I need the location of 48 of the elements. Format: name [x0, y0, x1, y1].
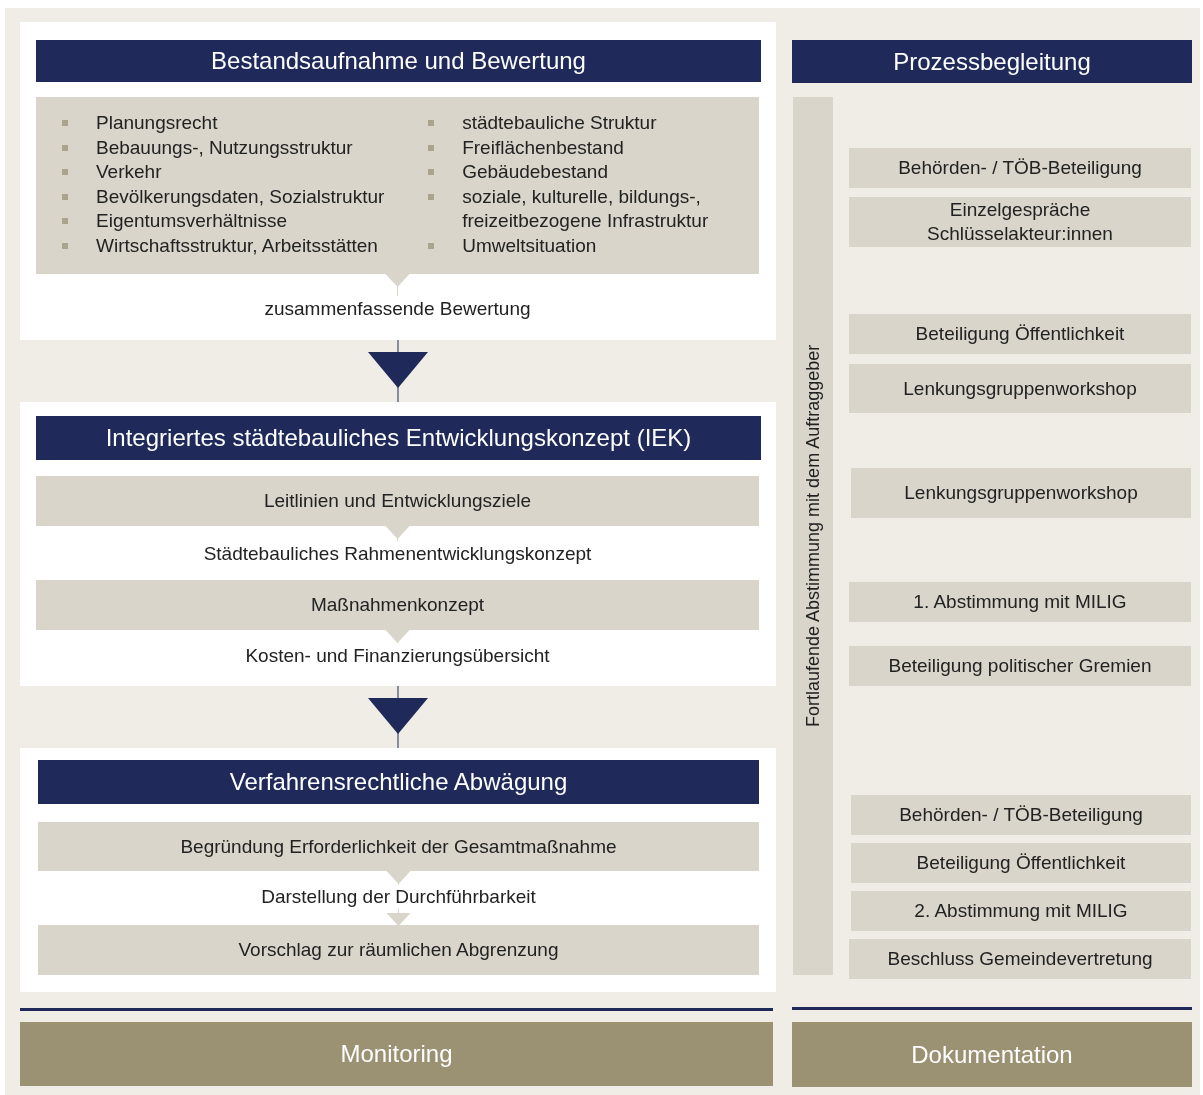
arrow: [386, 870, 411, 886]
arrow: [368, 339, 428, 403]
step-bar: Beteiligung Öffentlichkeit: [849, 314, 1191, 354]
bullet-item: soziale, kulturelle, bildungs-, freizeitbezogene Infrastruktur: [428, 184, 759, 234]
bullet-item: Wirtschaftsstruktur, Arbeitsstätten: [62, 233, 417, 258]
flow-step-text: Städtebauliches Rahmenentwicklungskonzept: [36, 541, 759, 567]
footer-bar: Monitoring: [20, 1022, 773, 1086]
step-bar: Leitlinien und Entwicklungsziele: [36, 476, 759, 526]
bullet-item: Umweltsituation: [428, 233, 759, 258]
step-bar: Einzelgespräche Schlüsselakteur:innen: [849, 197, 1191, 247]
vertical-bar: Fortlaufende Abstimmung mit dem Auftraggeber: [793, 97, 833, 975]
panel-background: [20, 22, 776, 340]
bullet-item: Freiflächenbestand: [428, 135, 759, 160]
step-bar: Beteiligung Öffentlichkeit: [851, 843, 1191, 883]
bullet-item: Bebauungs-, Nutzungsstruktur: [62, 135, 417, 160]
flow-step-text: zusammenfassende Bewertung: [36, 296, 759, 322]
step-bar: Lenkungsgruppenworkshop: [851, 468, 1191, 518]
step-bar: Vorschlag zur räumlichen Abgrenzung: [38, 925, 759, 975]
bullet-item: Planungsrecht: [62, 111, 417, 136]
list-panel: [36, 97, 759, 274]
arrow: [386, 908, 411, 926]
footer-bar: Dokumentation: [792, 1022, 1192, 1087]
bullet-item: Verkehr: [62, 160, 417, 185]
flow-step-text: Kosten- und Finanzierungsübersicht: [36, 643, 759, 669]
panel-background: [20, 402, 776, 686]
step-bar: 2. Abstimmung mit MILIG: [851, 891, 1191, 931]
bullet-item: städtebauliche Struktur: [428, 111, 759, 136]
step-bar: Beschluss Gemeindevertretung: [849, 939, 1191, 979]
section-header: Bestandsaufnahme und Bewertung: [36, 40, 761, 82]
step-bar: Behörden- / TÖB-Beteiligung: [851, 795, 1191, 835]
arrow: [385, 273, 410, 297]
section-header: Prozessbegleitung: [792, 40, 1192, 83]
step-bar: Begründung Erforderlichkeit der Gesamtmaßnahme: [38, 822, 759, 871]
section-header: Integriertes städtebauliches Entwicklungskonzept (IEK): [36, 416, 761, 460]
step-bar: 1. Abstimmung mit MILIG: [849, 582, 1191, 622]
arrow: [368, 685, 428, 749]
step-bar: Maßnahmenkonzept: [36, 580, 759, 630]
flow-step-text: Darstellung der Durchführbarkeit: [38, 885, 759, 909]
arrow: [385, 629, 410, 644]
section-header: Verfahrensrechtliche Abwägung: [38, 760, 759, 804]
step-bar: Beteiligung politischer Gremien: [849, 646, 1191, 686]
bullet-item: Gebäudebestand: [428, 160, 759, 185]
panel-background: [20, 748, 776, 992]
bullet-item: Bevölkerungsdaten, Sozialstruktur: [62, 184, 417, 209]
bullet-item: Eigentumsverhältnisse: [62, 209, 417, 234]
step-bar: Lenkungsgruppenworkshop: [849, 364, 1191, 413]
step-bar: Behörden- / TÖB-Beteiligung: [849, 148, 1191, 188]
arrow: [385, 525, 410, 542]
